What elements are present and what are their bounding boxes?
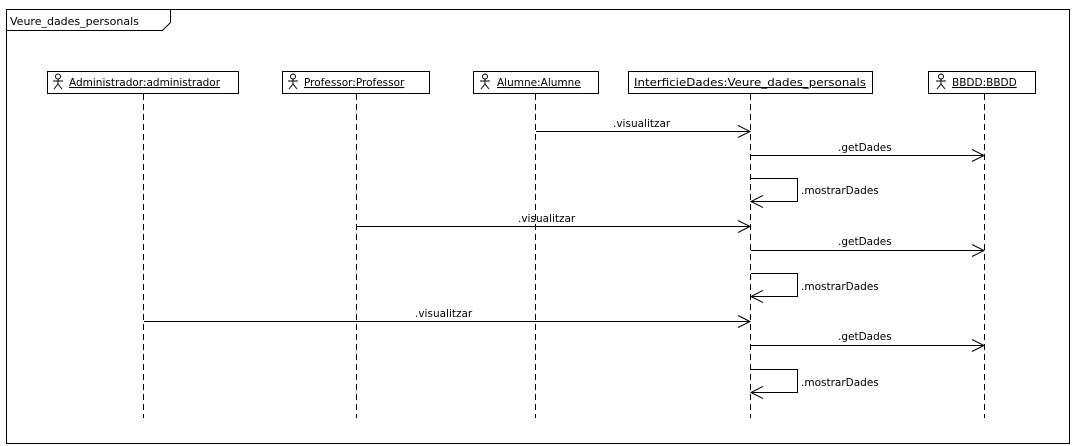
lifeline-bbdd[interactable]: BBDD:BBDD <box>928 71 1036 94</box>
arrow-head-icon <box>749 195 764 208</box>
arrow-head-icon <box>737 125 752 138</box>
message-label: .mostrarDades <box>801 185 879 197</box>
stick-figure-icon <box>480 73 490 90</box>
frame-tab <box>6 9 171 31</box>
lifeline-alumne[interactable]: Alumne:Alumne <box>473 71 599 94</box>
message-label: .visualitzar <box>518 213 576 225</box>
message-label: .visualitzar <box>415 308 473 320</box>
arrow-head-icon <box>737 315 752 328</box>
lifeline-label: Alumne:Alumne <box>497 77 581 89</box>
message-label: .getDades <box>838 331 892 343</box>
arrow-head-icon <box>737 220 752 233</box>
message-mostrardades-2: .mostrarDades <box>749 273 879 303</box>
message-mostrardades-1: .mostrarDades <box>749 178 879 208</box>
message-label: .visualitzar <box>613 118 671 130</box>
lifeline-label: BBDD:BBDD <box>952 77 1017 89</box>
lifeline-label: Professor:Professor <box>304 77 405 89</box>
arrow-head-icon <box>971 244 986 257</box>
message-label: .getDades <box>838 236 892 248</box>
lifeline-professor[interactable]: Professor:Professor <box>282 71 430 94</box>
stick-figure-icon <box>53 73 63 90</box>
stick-figure-icon <box>936 73 946 90</box>
lifeline-label: Administrador:administrador <box>69 77 221 89</box>
message-label: .getDades <box>838 142 892 154</box>
message-visualitzar-1: .visualitzar <box>536 118 752 138</box>
arrow-head-icon <box>749 290 764 303</box>
lifeline-administrador[interactable]: Administrador:administrador <box>47 71 239 94</box>
message-getdades-3: .getDades <box>751 331 986 352</box>
lifeline-lines <box>143 94 985 418</box>
message-label: .mostrarDades <box>801 377 879 389</box>
lifeline-label: InterficieDades:Veure_dades_personals <box>634 77 866 89</box>
frame-title: Veure_dades_personals <box>10 15 139 28</box>
message-getdades-2: .getDades <box>751 236 986 257</box>
arrow-head-icon <box>971 339 986 352</box>
arrow-head-icon <box>971 149 986 162</box>
stick-figure-icon <box>288 73 298 90</box>
message-mostrardades-3: .mostrarDades <box>749 369 879 399</box>
message-visualitzar-3: .visualitzar <box>144 308 752 328</box>
lifeline-interficie-dades[interactable]: InterficieDades:Veure_dades_personals <box>628 71 873 94</box>
message-visualitzar-2: .visualitzar <box>357 213 752 233</box>
message-getdades-1: .getDades <box>751 142 986 162</box>
diagram-frame <box>6 9 1070 444</box>
arrow-head-icon <box>749 386 764 399</box>
message-label: .mostrarDades <box>801 281 879 293</box>
